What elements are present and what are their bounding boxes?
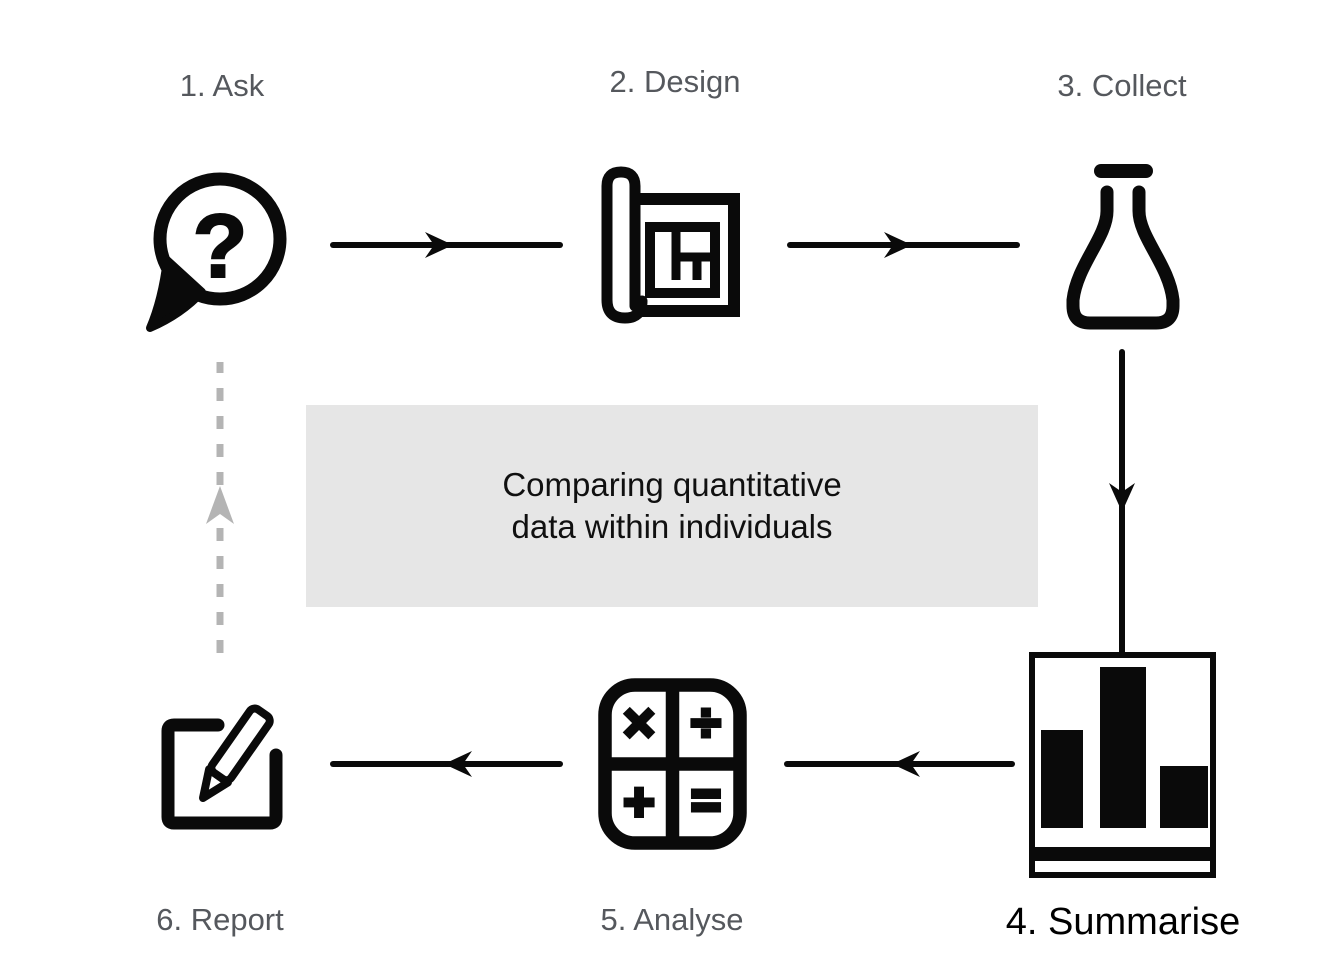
step-label-summarise: 4. Summarise xyxy=(1005,901,1241,943)
step-label-collect: 3. Collect xyxy=(1057,68,1187,103)
blueprint-icon xyxy=(601,166,740,324)
bar-tall xyxy=(1100,667,1146,828)
multiply-glyph: × xyxy=(623,693,655,753)
question-mark-glyph: ? xyxy=(193,197,248,297)
bar-chart-icon xyxy=(1029,652,1216,878)
center-note-line2: data within individuals xyxy=(511,508,833,545)
step-label-report: 6. Report xyxy=(156,902,284,937)
step-label-design: 2. Design xyxy=(609,64,741,99)
divide-glyph: ÷ xyxy=(691,693,721,753)
arrow-summarise-to-analyse xyxy=(784,751,1015,777)
flask-icon xyxy=(1066,164,1180,330)
center-note: Comparing quantitative data within indiv… xyxy=(306,405,1038,607)
calculator-icon: × ÷ + = xyxy=(598,678,747,850)
arrow-collect-to-summarise xyxy=(1109,349,1135,655)
arrow-design-to-collect xyxy=(787,232,1020,258)
arrow-analyse-to-report xyxy=(330,751,563,777)
arrow-ask-to-design xyxy=(330,232,563,258)
bar-medium xyxy=(1041,730,1083,828)
question-speech-bubble-icon: ? xyxy=(146,172,287,332)
arrow-report-to-ask-dotted xyxy=(206,362,234,653)
step-label-ask: 1. Ask xyxy=(179,68,265,103)
step-label-analyse: 5. Analyse xyxy=(600,902,744,937)
bar-short xyxy=(1160,766,1208,828)
plus-glyph: + xyxy=(623,772,655,832)
baseline-band xyxy=(1035,847,1210,861)
equals-glyph: = xyxy=(691,772,720,828)
edit-pencil-icon xyxy=(161,704,283,830)
center-note-line1: Comparing quantitative xyxy=(502,466,842,503)
